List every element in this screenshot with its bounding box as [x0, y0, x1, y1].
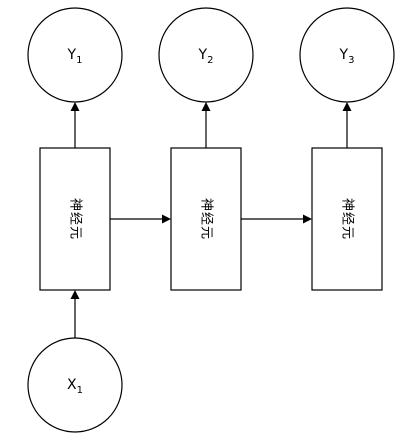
- neuron-label: 神经元: [340, 198, 355, 240]
- output-node-y2[interactable]: Y2: [158, 7, 254, 103]
- node-label-subscript: 1: [77, 385, 83, 396]
- node-label-base: X: [67, 377, 77, 393]
- neuron-box-3[interactable]: 神经元: [311, 147, 383, 291]
- edge-x1-to-neuron1: [70, 290, 80, 338]
- edge-neuron1-to-neuron2: [110, 214, 171, 224]
- input-node-x1[interactable]: X1: [27, 337, 123, 433]
- svg-text:Y1: Y1: [67, 47, 83, 66]
- svg-text:Y2: Y2: [198, 47, 214, 66]
- neuron-label: 神经元: [199, 198, 214, 240]
- node-label-base: Y: [67, 47, 77, 63]
- neuron-box-1[interactable]: 神经元: [39, 147, 111, 291]
- node-label-subscript: 1: [76, 55, 82, 66]
- node-label-subscript: 3: [348, 55, 354, 66]
- output-node-y3[interactable]: Y3: [299, 7, 395, 103]
- edge-neuron3-to-y3: [342, 102, 352, 148]
- edge-neuron2-to-y2: [201, 102, 211, 148]
- output-node-y1[interactable]: Y1: [27, 7, 123, 103]
- edge-neuron2-to-neuron3: [241, 214, 312, 224]
- node-label-base: Y: [198, 47, 208, 63]
- svg-text:X1: X1: [67, 377, 83, 396]
- edge-neuron1-to-y1: [70, 102, 80, 148]
- node-label-base: Y: [339, 47, 349, 63]
- svg-text:Y3: Y3: [339, 47, 355, 66]
- neuron-label: 神经元: [68, 198, 83, 240]
- node-label-subscript: 2: [207, 55, 213, 66]
- neuron-box-2[interactable]: 神经元: [170, 147, 242, 291]
